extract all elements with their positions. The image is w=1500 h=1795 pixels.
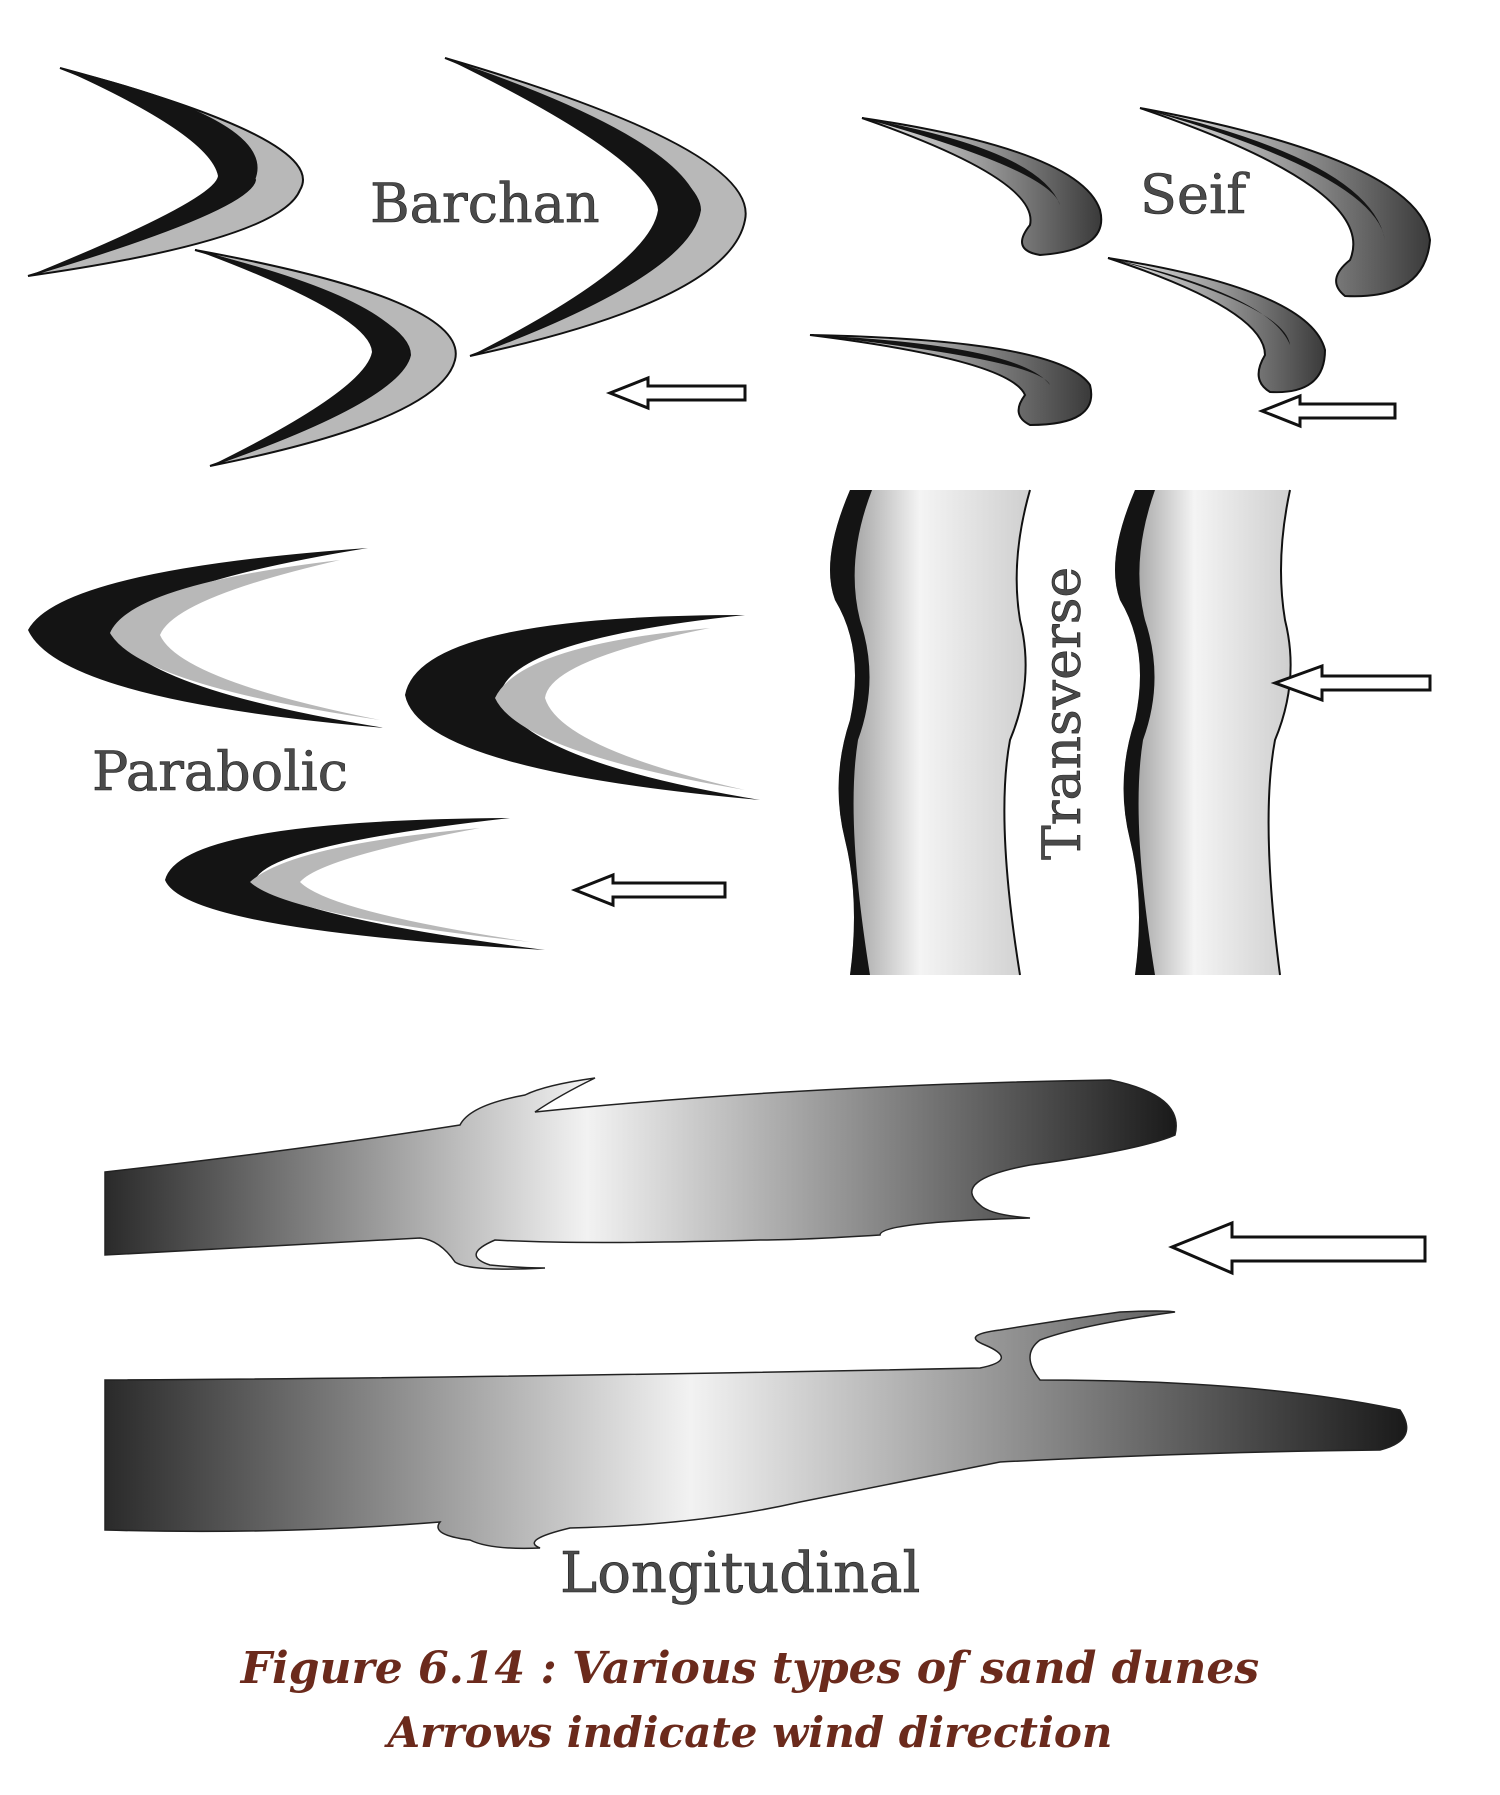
longitudinal-dune-2 [104,1310,1408,1550]
figure-caption-title: Figure 6.14 : Various types of sand dune… [240,1643,1260,1694]
seif-dune-4 [809,334,1093,427]
seif-label: Seif [1140,163,1250,226]
barchan-dune-3 [194,249,457,467]
seif-wind-arrow-icon [1257,393,1397,429]
seif-group: Seif [809,107,1432,429]
figure-caption-subtitle: Arrows indicate wind direction [387,1708,1113,1757]
longitudinal-group: Longitudinal [104,1077,1427,1606]
parabolic-group: Parabolic [28,548,760,950]
transverse-wind-arrow-icon [1270,663,1432,703]
parabolic-wind-arrow-icon [570,872,727,908]
transverse-dune-1 [830,489,1031,976]
parabolic-dune-2 [405,615,760,800]
barchan-group: Barchan [27,57,747,467]
barchan-wind-arrow-icon [605,375,747,411]
barchan-label: Barchan [370,172,600,235]
seif-dune-2 [1139,107,1432,298]
barchan-dune-2 [444,57,747,357]
parabolic-label: Parabolic [92,740,348,803]
seif-dune-1 [861,117,1103,257]
parabolic-dune-3 [165,818,545,950]
seif-dune-3 [1107,257,1327,394]
parabolic-dune-1 [28,548,385,728]
longitudinal-dune-1 [104,1077,1177,1270]
barchan-dune-1 [27,67,304,277]
transverse-label: Transverse [1033,567,1093,860]
longitudinal-wind-arrow-icon [1168,1220,1427,1276]
transverse-group: Transverse [830,489,1432,976]
longitudinal-label: Longitudinal [560,1541,920,1606]
transverse-dune-2 [1115,489,1292,976]
